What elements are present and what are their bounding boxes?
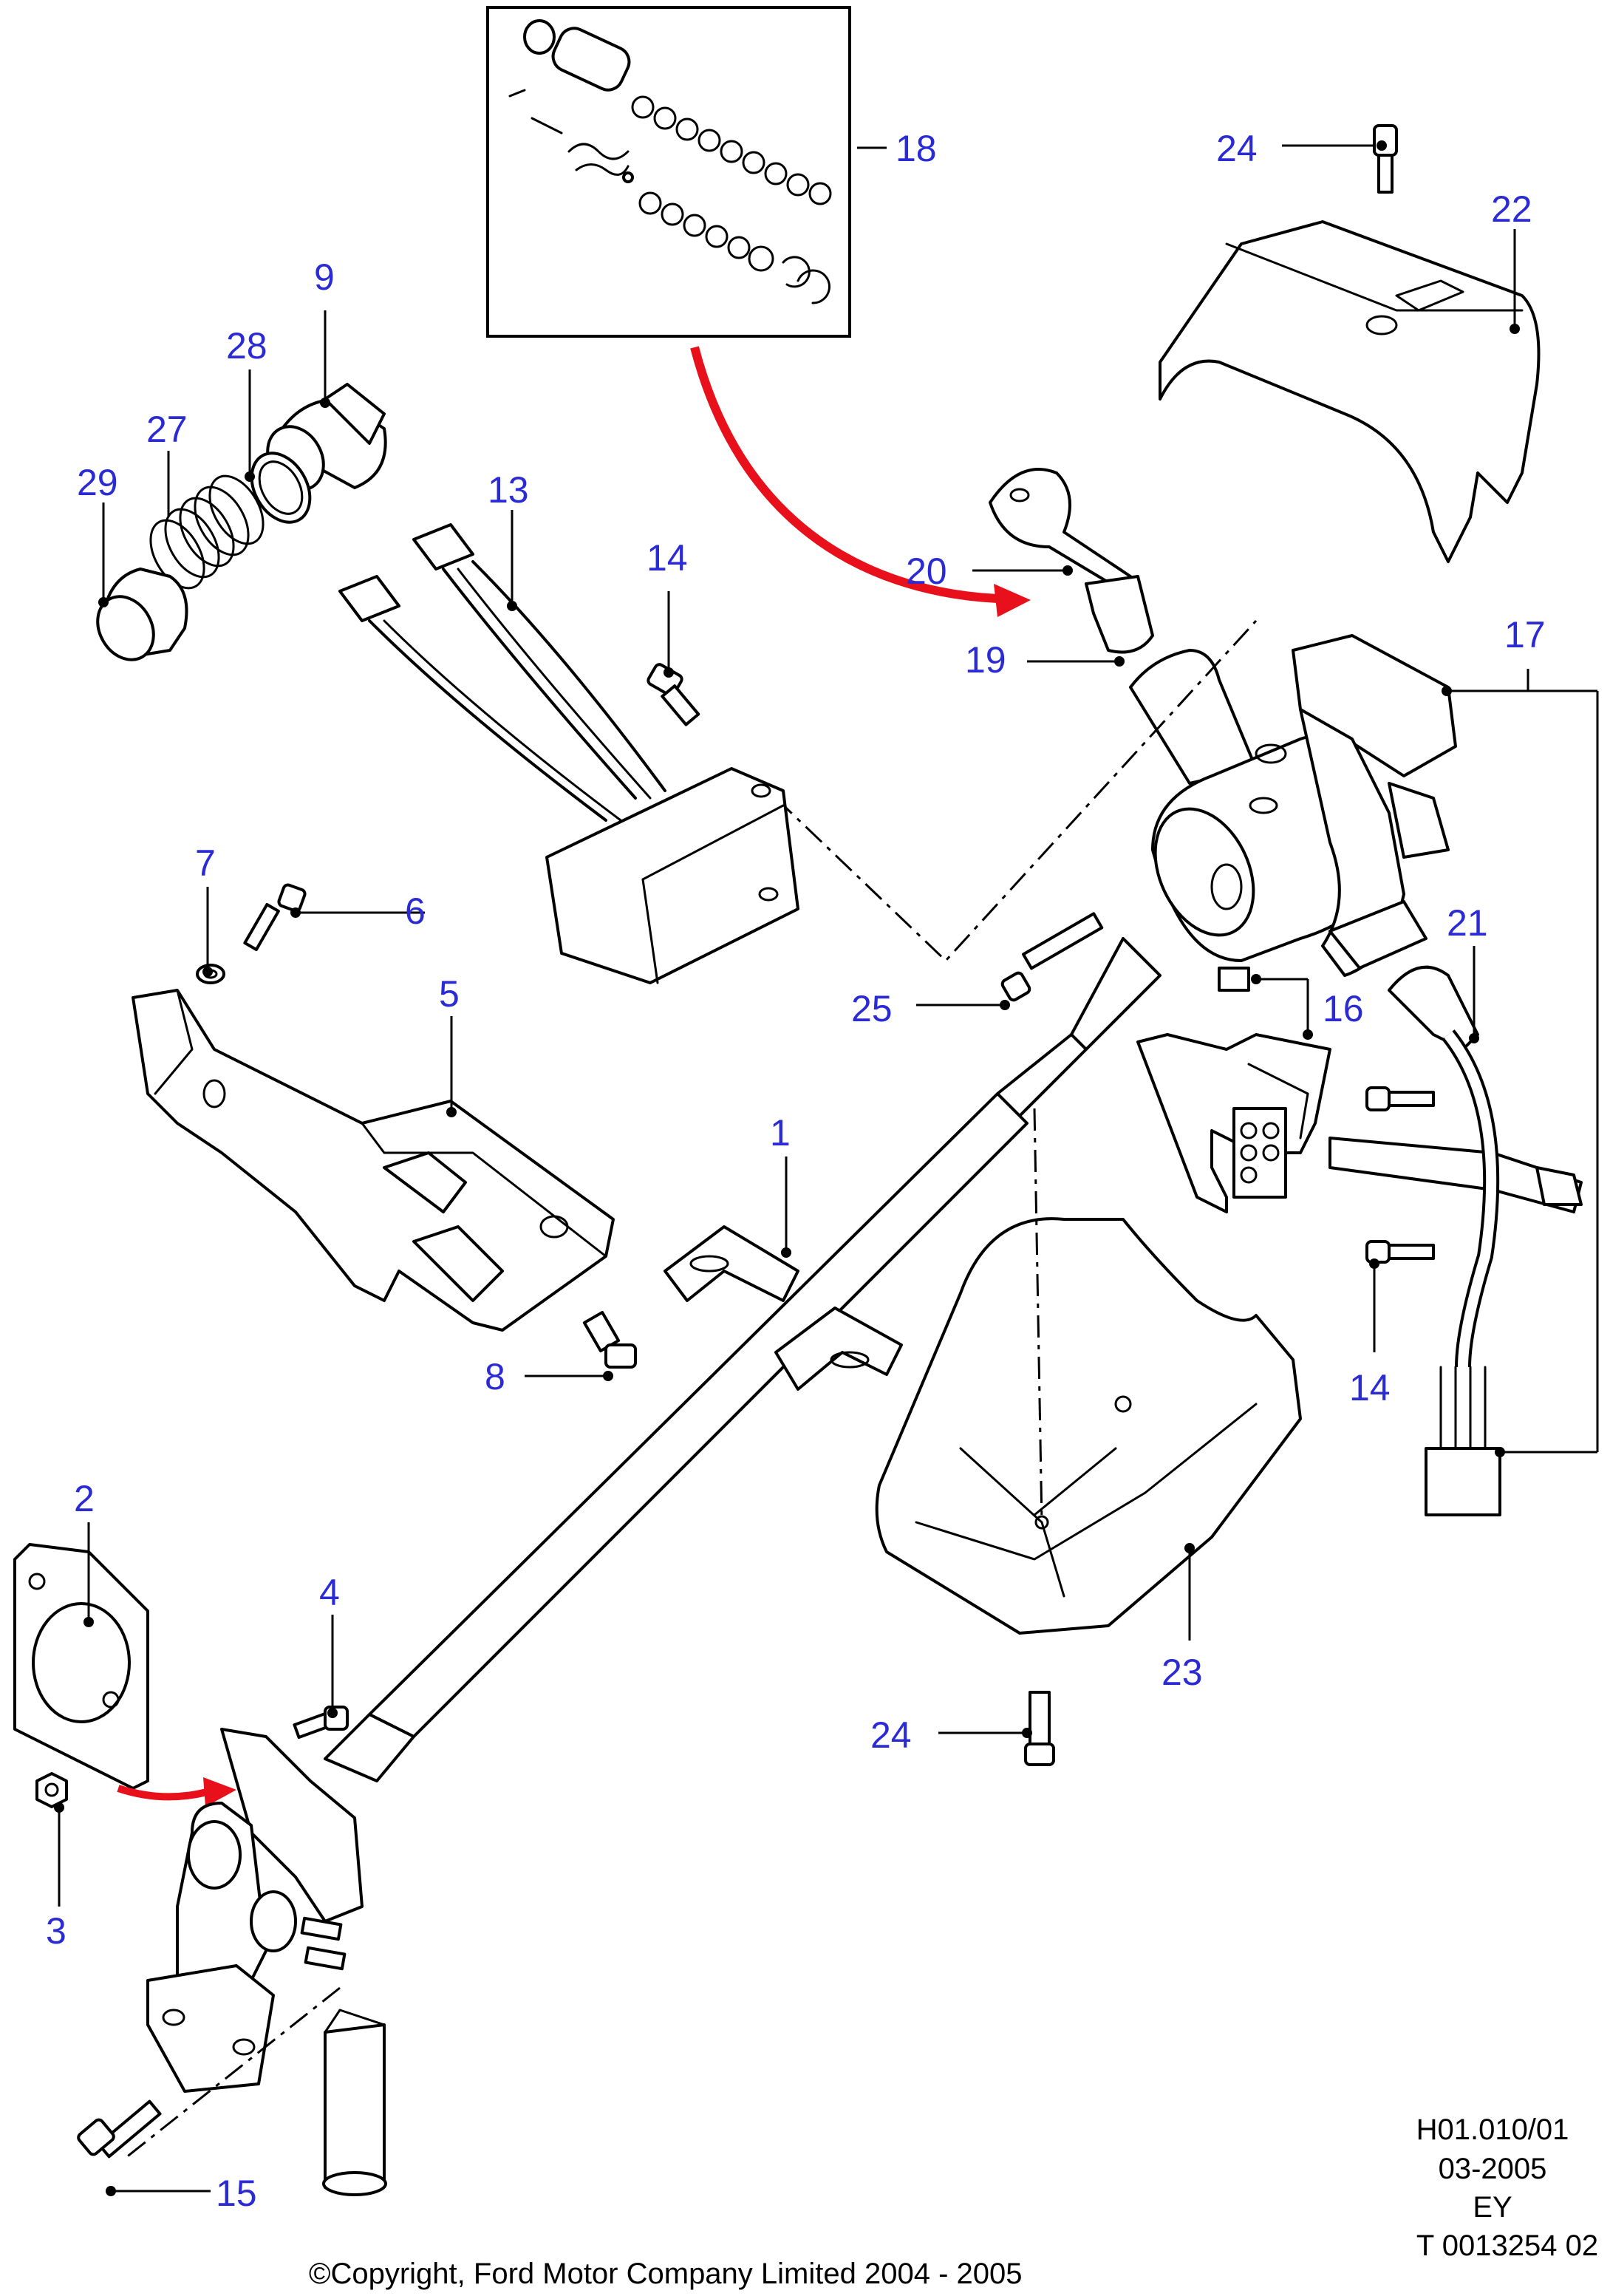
- callout-labels: 1 2 3 4 5 6 7 8 9 13 14 14 15 16 17 18 1…: [46, 128, 1546, 2214]
- red-arrowhead-bottom: [203, 1777, 236, 1807]
- callout-14-lower: 14: [1349, 1367, 1391, 1408]
- meta-line-1: H01.010/01: [1416, 2113, 1569, 2146]
- bolt-8: [582, 1310, 637, 1369]
- callout-4: 4: [319, 1572, 340, 1613]
- callout-20: 20: [906, 551, 947, 592]
- callout-16: 16: [1323, 988, 1364, 1029]
- copyright-notice: ©Copyright, Ford Motor Company Limited 2…: [309, 2258, 1023, 2290]
- meta-line-2: 03-2005: [1439, 2153, 1547, 2185]
- assembly-dashed-line-lower: [125, 1986, 341, 2159]
- meta-line-3: EY: [1473, 2191, 1512, 2224]
- lock-cylinder-inset: [486, 6, 851, 338]
- plate-2: [13, 1543, 149, 1790]
- switch-16: [1136, 967, 1583, 1213]
- callout-24-bottom: 24: [870, 1714, 912, 1756]
- steering-column-shaft: [324, 937, 1162, 1782]
- screw-14-right: [1365, 1240, 1435, 1264]
- bolt-25: [1000, 912, 1104, 1002]
- ignition-lock-housing: [1129, 634, 1457, 977]
- callout-18: 18: [896, 128, 937, 169]
- bolt-6: [243, 883, 307, 951]
- lock-barrel: [1085, 575, 1154, 654]
- callout-13: 13: [488, 469, 529, 511]
- callout-21: 21: [1447, 902, 1488, 944]
- meta-line-4: T 0013254 02: [1416, 2229, 1598, 2262]
- harness-connector-13: [338, 523, 799, 984]
- callout-14-upper: 14: [647, 537, 688, 579]
- callout-7: 7: [195, 842, 216, 884]
- collar-parts: [96, 383, 387, 661]
- red-assembly-arrow-top: [690, 346, 998, 603]
- callout-23: 23: [1162, 1652, 1203, 1693]
- callout-3: 3: [46, 1910, 66, 1952]
- callout-2: 2: [74, 1478, 95, 1519]
- callout-17: 17: [1504, 614, 1546, 655]
- callout-5: 5: [439, 973, 460, 1015]
- drawing-metadata: H01.010/01 03-2005 EY T 0013254 02: [1416, 2113, 1599, 2262]
- callout-1: 1: [770, 1112, 791, 1154]
- red-assembly-arrow-bottom: [117, 1785, 208, 1801]
- assembly-dashed-line-shroud: [1033, 1108, 1043, 1523]
- bolt-15: [77, 2099, 162, 2159]
- universal-joint: [146, 1728, 364, 2093]
- callout-8: 8: [485, 1356, 505, 1397]
- callout-9: 9: [314, 256, 335, 298]
- callout-22: 22: [1491, 188, 1532, 230]
- callout-6: 6: [405, 890, 426, 932]
- mounting-bracket-5: [132, 989, 615, 1332]
- callout-28: 28: [226, 325, 267, 367]
- leader-lines: [54, 140, 1599, 2196]
- wiring-harness-21: [1388, 965, 1501, 1516]
- callout-19: 19: [965, 639, 1006, 681]
- screw-24-bottom: [1024, 1691, 1055, 1766]
- callout-25: 25: [851, 988, 893, 1029]
- callout-15: 15: [216, 2173, 257, 2214]
- screw-24-top: [1373, 124, 1398, 194]
- callout-29: 29: [77, 462, 118, 503]
- bolt-4: [293, 1706, 349, 1740]
- callout-27: 27: [146, 409, 188, 450]
- screw-14-lower: [1365, 1086, 1435, 1111]
- assembly-dashed-line-upper: [774, 619, 1258, 963]
- ignition-key: [989, 468, 1132, 593]
- callout-24-top: 24: [1216, 128, 1258, 169]
- nut-3: [35, 1772, 68, 1808]
- lower-shroud: [875, 1217, 1302, 1635]
- upper-shroud: [1159, 220, 1541, 563]
- red-arrowhead-top: [994, 584, 1031, 617]
- lower-shaft-stub: [322, 2009, 387, 2196]
